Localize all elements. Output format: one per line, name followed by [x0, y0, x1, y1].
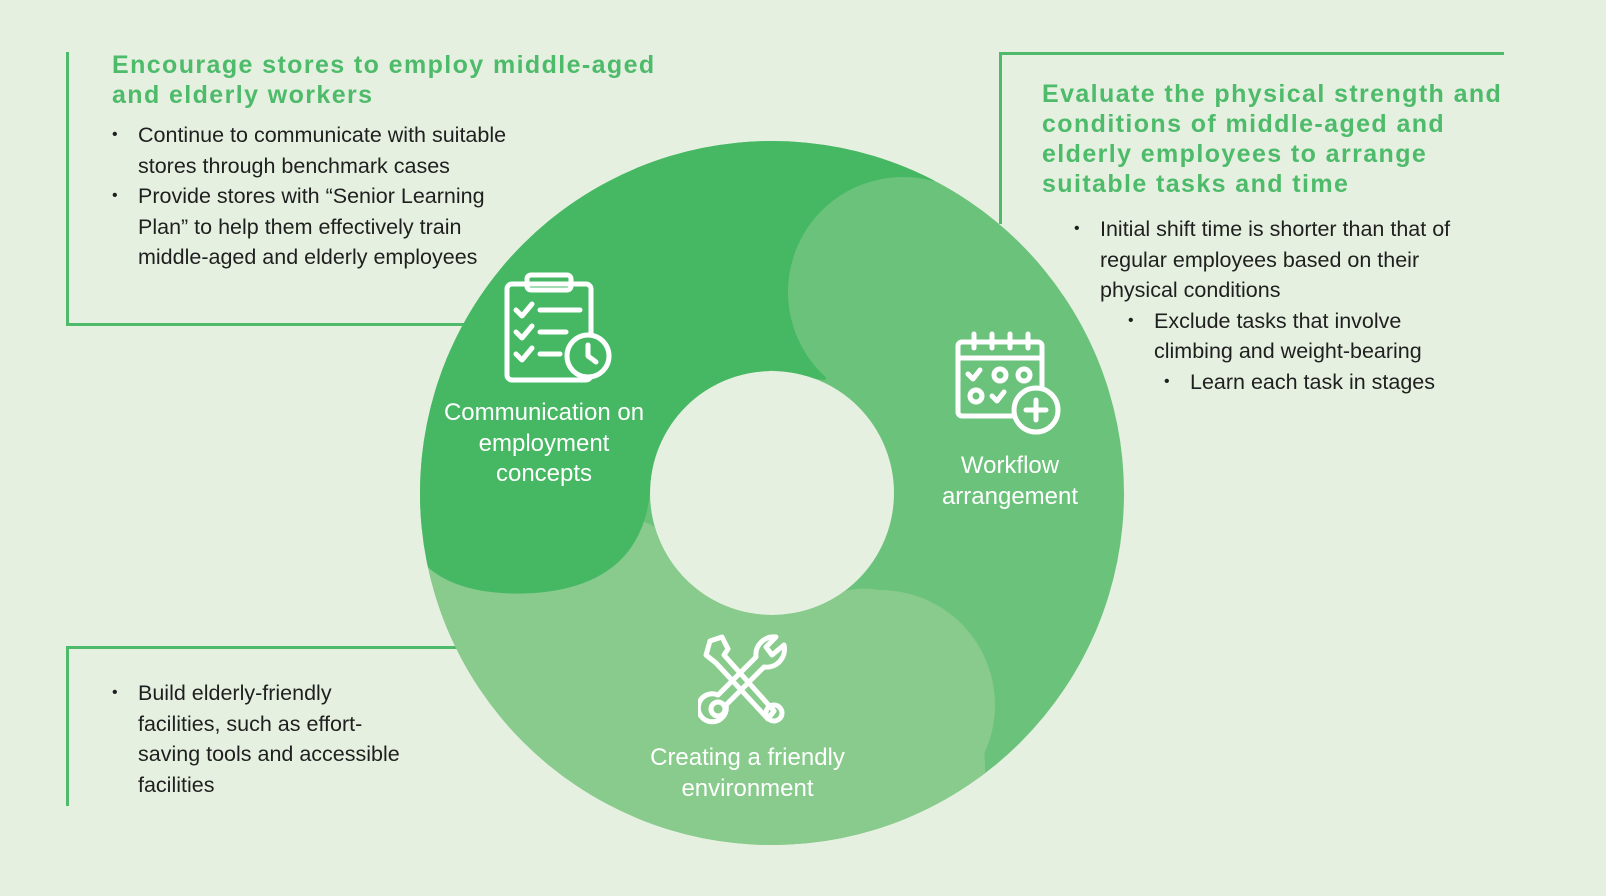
- segment-friendly-environment-lobe: [765, 590, 995, 820]
- list-item: Learn each task in stages: [1164, 367, 1490, 398]
- top-right-panel-border-top: [999, 52, 1504, 55]
- bottom-left-panel-border-vertical: [66, 646, 69, 806]
- segment-label-workflow: Workflow arrangement: [941, 452, 1079, 510]
- top-right-panel-title: Evaluate the physical strength and condi…: [1042, 80, 1503, 198]
- segment-label-friendly-environment: Creating a friendly environment: [650, 744, 845, 802]
- clipboard-checklist-clock-icon: [500, 272, 615, 384]
- segment-label-communication: Communication on employment concepts: [443, 399, 645, 487]
- wrench-screwdriver-tools-icon: [695, 633, 794, 729]
- top-left-panel-bullets: Continue to communicate with suitable st…: [112, 120, 557, 273]
- top-left-panel-border-bottom: [66, 323, 466, 326]
- list-item: Provide stores with “Senior Learning Pla…: [112, 181, 518, 273]
- list-item: Initial shift time is shorter than that …: [1074, 214, 1490, 306]
- top-right-panel-border-vertical: [999, 52, 1002, 224]
- bottom-left-panel-border-top: [66, 646, 466, 649]
- list-item: Build elderly-friendly facilities, such …: [112, 678, 402, 800]
- top-left-panel-border-vertical: [66, 52, 69, 326]
- top-left-panel-title: Encourage stores to employ middle-aged a…: [112, 51, 656, 109]
- list-item: Continue to communicate with suitable st…: [112, 120, 557, 181]
- bottom-left-panel-bullets: Build elderly-friendly facilities, such …: [112, 678, 402, 800]
- top-right-panel-bullets: Initial shift time is shorter than that …: [1074, 214, 1504, 397]
- calendar-add-icon: [952, 330, 1064, 438]
- list-item: Exclude tasks that involve climbing and …: [1128, 306, 1484, 367]
